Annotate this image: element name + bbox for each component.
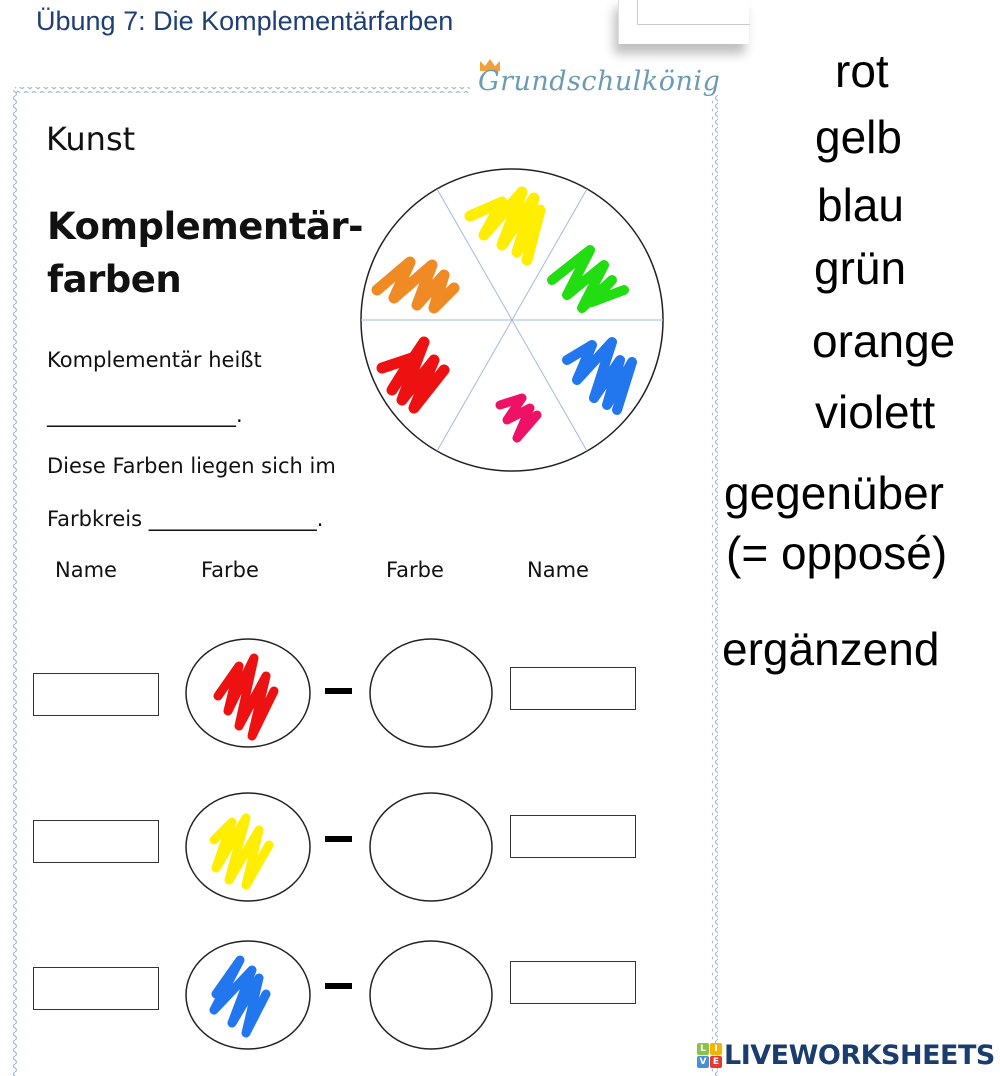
scribble-yellow bbox=[464, 186, 546, 266]
column-header-name-right: Name bbox=[527, 558, 589, 582]
name-input-left-1[interactable] bbox=[33, 673, 159, 716]
name-input-left-2[interactable] bbox=[33, 820, 159, 863]
worksheet-heading: Komplementär- farben bbox=[47, 200, 364, 306]
scribble-green bbox=[547, 245, 629, 313]
word-bank-item-rot[interactable]: rot bbox=[835, 45, 889, 97]
scribble-blue bbox=[562, 337, 637, 415]
word-bank-item-gelb[interactable]: gelb bbox=[815, 111, 902, 163]
word-bank-item-violett[interactable]: violett bbox=[815, 386, 936, 438]
column-header-name-left: Name bbox=[55, 558, 117, 582]
color-circle-right-1[interactable] bbox=[367, 636, 495, 750]
name-input-right-1[interactable] bbox=[510, 667, 636, 710]
scribble-magenta bbox=[495, 393, 542, 443]
color-circle-left-2 bbox=[185, 792, 311, 902]
name-input-right-2[interactable] bbox=[510, 815, 636, 858]
scribble-orange bbox=[371, 256, 460, 314]
pair-dash-2 bbox=[325, 836, 352, 842]
position-sentence: Diese Farben liegen sich im bbox=[47, 454, 336, 478]
color-circle-right-2[interactable] bbox=[367, 790, 495, 904]
word-bank-item-blau[interactable]: blau bbox=[817, 179, 904, 231]
heading-line-2: farben bbox=[47, 258, 182, 301]
pair-dash-3 bbox=[325, 983, 352, 989]
word-bank-item-ergaenzend[interactable]: ergänzend bbox=[722, 623, 940, 675]
word-bank-item-oppose[interactable]: (= opposé) bbox=[726, 527, 948, 579]
page-curl-decoration bbox=[618, 0, 750, 44]
heading-line-1: Komplementär- bbox=[47, 205, 364, 248]
name-input-right-3[interactable] bbox=[510, 961, 636, 1004]
color-circle-left-3 bbox=[185, 940, 311, 1050]
column-header-color-right: Farbe bbox=[386, 558, 444, 582]
word-bank-item-gruen[interactable]: grün bbox=[814, 242, 907, 294]
word-bank-item-gegenueber[interactable]: gegenüber bbox=[724, 467, 944, 519]
scribble-red bbox=[376, 336, 450, 414]
definition-sentence: Komplementär heißt bbox=[47, 348, 262, 372]
color-circle-left-1 bbox=[185, 638, 311, 748]
crown-icon bbox=[480, 59, 500, 71]
pair-dash-1 bbox=[325, 688, 352, 694]
color-wheel bbox=[360, 168, 664, 472]
liveworksheets-logo: L I V E LIVEWORKSHEETS bbox=[697, 1040, 995, 1071]
definition-blank[interactable]: __________________. bbox=[47, 403, 243, 427]
worksheet-frame bbox=[12, 87, 718, 1076]
exercise-title: Übung 7: Die Komplementärfarben bbox=[36, 6, 454, 36]
position-blank-sentence[interactable]: Farbkreis ________________. bbox=[47, 507, 324, 531]
subject-label: Kunst bbox=[46, 120, 136, 158]
name-input-left-3[interactable] bbox=[33, 967, 159, 1010]
color-circle-right-3[interactable] bbox=[367, 938, 495, 1052]
word-bank-item-orange[interactable]: orange bbox=[812, 315, 956, 367]
publisher-logo: Grundschulkönig bbox=[478, 66, 721, 97]
liveworksheets-brand: LIVEWORKSHEETS bbox=[724, 1040, 995, 1071]
live-tiles-icon: L I V E bbox=[697, 1043, 722, 1068]
column-header-color-left: Farbe bbox=[201, 558, 259, 582]
